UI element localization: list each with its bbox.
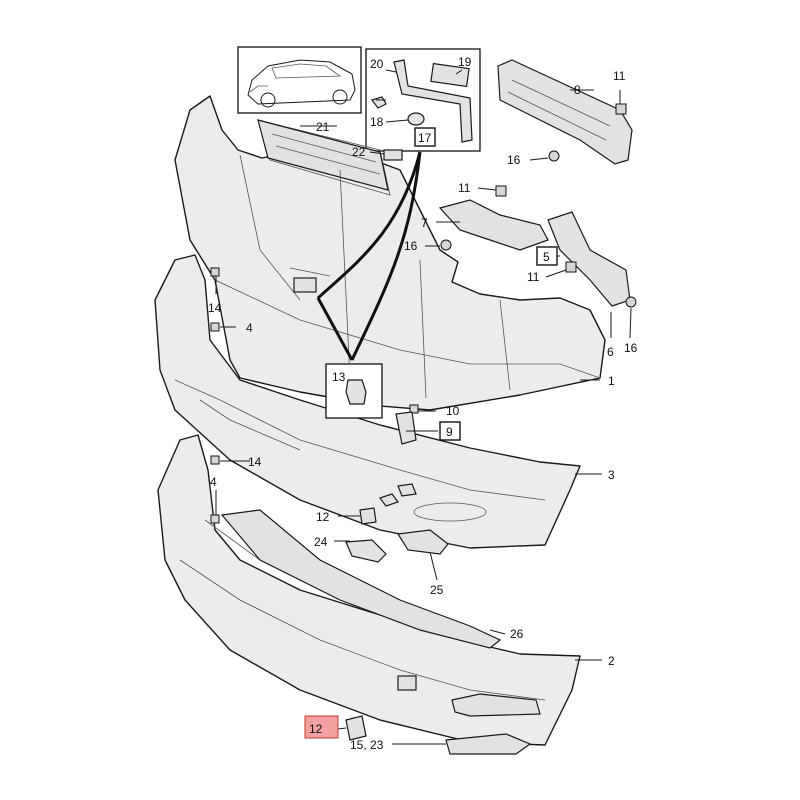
callout-13: 13: [332, 370, 346, 384]
callout-9-box: [439, 421, 461, 441]
callout-4b: 4: [210, 475, 217, 489]
tow-cover-12a: [359, 507, 377, 525]
impact-absorber: [497, 59, 633, 165]
callout-8: 8: [574, 83, 581, 97]
lower-bumper-cover: [157, 434, 581, 746]
clip-4b: [210, 514, 220, 524]
callout-4a: 4: [246, 321, 253, 335]
callout-24: 24: [314, 535, 328, 549]
bolt-16c: [625, 296, 637, 308]
reflector-right: [396, 529, 449, 555]
clip-10: [409, 404, 419, 414]
callout-11c: 11: [527, 270, 540, 284]
trim-15-23: [445, 733, 532, 755]
bracket-9: [395, 411, 417, 445]
callout-14b: 14: [248, 455, 262, 469]
callout-11b: 11: [458, 181, 471, 195]
callout-12a: 12: [316, 510, 330, 524]
clip-11c: [565, 261, 577, 273]
callout-5: 5: [543, 250, 550, 264]
callout-labels: 20 18 19 17 21 22 8 11 16 11 7 16 5 11 6…: [208, 55, 638, 752]
clip-4a: [210, 322, 220, 332]
callout-20: 20: [370, 57, 384, 71]
bolt-16b: [440, 239, 452, 251]
arrow-17-to-bumper: [316, 151, 422, 300]
grommet-inset: [325, 363, 383, 419]
car-thumbnail-inset: [237, 46, 362, 114]
callout-19: 19: [458, 55, 472, 69]
callout-16a: 16: [507, 153, 521, 167]
callout-5-box: [536, 246, 558, 266]
bolt-16a: [548, 150, 560, 162]
callout-16c: 16: [624, 341, 638, 355]
arrow-17-to-grommet: [350, 151, 422, 361]
callout-11a: 11: [613, 69, 626, 83]
callout-15-23: 15, 23: [350, 738, 384, 752]
middle-bumper-cover: [154, 254, 581, 549]
callout-12b: 12: [309, 722, 323, 736]
callout-6: 6: [607, 345, 614, 359]
callout-3: 3: [608, 468, 615, 482]
callout-12-highlight: [304, 715, 339, 739]
clip-11a: [615, 103, 627, 115]
callout-25: 25: [430, 583, 444, 597]
bracket-inset-box: [365, 48, 481, 152]
clip-11b: [495, 185, 507, 197]
callout-14a: 14: [208, 301, 222, 315]
callout-21: 21: [316, 120, 330, 134]
callout-22: 22: [352, 145, 366, 159]
arrow-grommet-up: [316, 297, 354, 361]
callout-10: 10: [446, 404, 460, 418]
callout-26: 26: [510, 627, 524, 641]
lower-diffuser-trim: [220, 509, 502, 649]
upper-bumper-cover: [174, 95, 606, 411]
trim-22: [383, 149, 403, 161]
callout-18: 18: [370, 115, 384, 129]
callout-1: 1: [608, 374, 615, 388]
side-bracket-right: [547, 211, 631, 307]
clip-14b: [210, 455, 220, 465]
reflector-left: [345, 539, 387, 563]
callout-17: 17: [418, 131, 432, 145]
callout-2: 2: [608, 654, 615, 668]
callout-16b: 16: [404, 239, 418, 253]
clip-14a: [210, 267, 220, 277]
tow-cover-12b: [345, 715, 367, 741]
side-bracket-left: [438, 199, 549, 251]
callout-9: 9: [446, 425, 453, 439]
callout-7: 7: [421, 216, 428, 230]
